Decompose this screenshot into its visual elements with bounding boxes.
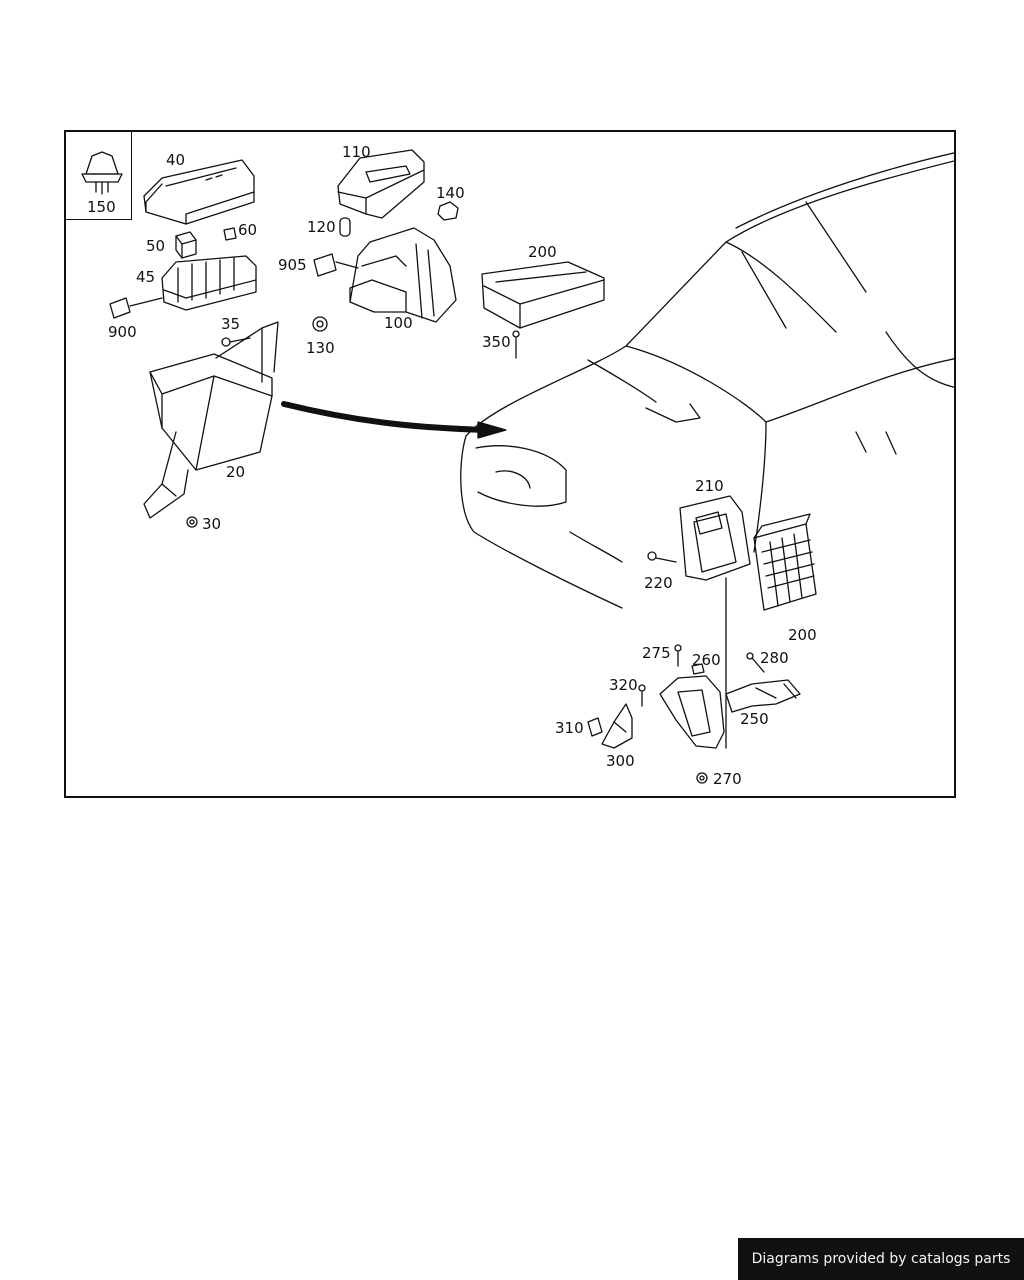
part-40-cover-drawing (144, 160, 254, 224)
callout-210: 210 (695, 477, 724, 495)
callout-900: 900 (108, 323, 137, 341)
part-50-relay-drawing (176, 232, 196, 258)
callout-30: 30 (202, 515, 222, 533)
part-20-tray-drawing (144, 322, 278, 518)
callout-140: 140 (436, 184, 465, 202)
part-310-clip-drawing (588, 718, 602, 736)
callout-40: 40 (166, 151, 186, 169)
callout-130: 130 (306, 339, 335, 357)
part-120-pin-drawing (340, 218, 350, 236)
callout-275: 275 (642, 644, 671, 662)
part-150-inset-box (66, 132, 132, 220)
parts-diagram-frame: 150 40 110 140 120 60 50 905 200 45 900 … (64, 130, 956, 798)
callout-50: 50 (146, 237, 166, 255)
part-30-nut-drawing (187, 517, 197, 527)
part-110-lid-drawing (338, 150, 424, 218)
part-150-clip-drawing (82, 152, 122, 194)
callout-250: 250 (740, 710, 769, 728)
part-900-label-drawing (110, 298, 130, 318)
part-220-bolt-drawing (648, 552, 676, 562)
part-140-nut-drawing (438, 202, 458, 220)
callout-45: 45 (136, 268, 156, 286)
vehicle-outline-drawing (461, 152, 956, 608)
part-60-drawing (224, 228, 236, 240)
part-350-bolt-drawing (513, 331, 519, 358)
part-130-plug-drawing (313, 317, 327, 331)
callout-220: 220 (644, 574, 673, 592)
part-200-ecu-top-drawing (482, 262, 604, 328)
callout-270: 270 (713, 770, 742, 788)
callout-320: 320 (609, 676, 638, 694)
lower-bracket-drawing (660, 676, 724, 748)
callout-200-top: 200 (528, 243, 557, 261)
part-45-fuse-block-drawing (162, 256, 256, 310)
part-210-bracket-drawing (680, 496, 750, 580)
assembly-arrow (284, 404, 506, 438)
callout-35: 35 (221, 315, 241, 333)
callout-100: 100 (384, 314, 413, 332)
callout-350: 350 (482, 333, 511, 351)
exploded-parts-drawing (66, 132, 956, 798)
callout-300: 300 (606, 752, 635, 770)
callout-200-bottom: 200 (788, 626, 817, 644)
callout-60: 60 (238, 221, 258, 239)
footer-credit-badge: Diagrams provided by catalogs parts (738, 1238, 1024, 1280)
part-905-label-drawing (314, 254, 336, 276)
part-270-nut-drawing (697, 773, 707, 783)
part-200-ecu-bottom-drawing (754, 514, 816, 610)
small-fasteners-drawing (639, 645, 764, 706)
callout-905: 905 (278, 256, 307, 274)
part-100-module-drawing (350, 228, 456, 322)
footer-credit-text: Diagrams provided by catalogs parts (751, 1251, 1011, 1267)
callout-280: 280 (760, 649, 789, 667)
part-300-bracket-drawing (602, 704, 632, 748)
callout-120: 120 (307, 218, 336, 236)
part-250-bracket-drawing (726, 680, 800, 712)
callout-310: 310 (555, 719, 584, 737)
callout-20: 20 (226, 463, 246, 481)
callout-110: 110 (342, 143, 371, 161)
callout-150: 150 (87, 198, 116, 216)
callout-260: 260 (692, 651, 721, 669)
